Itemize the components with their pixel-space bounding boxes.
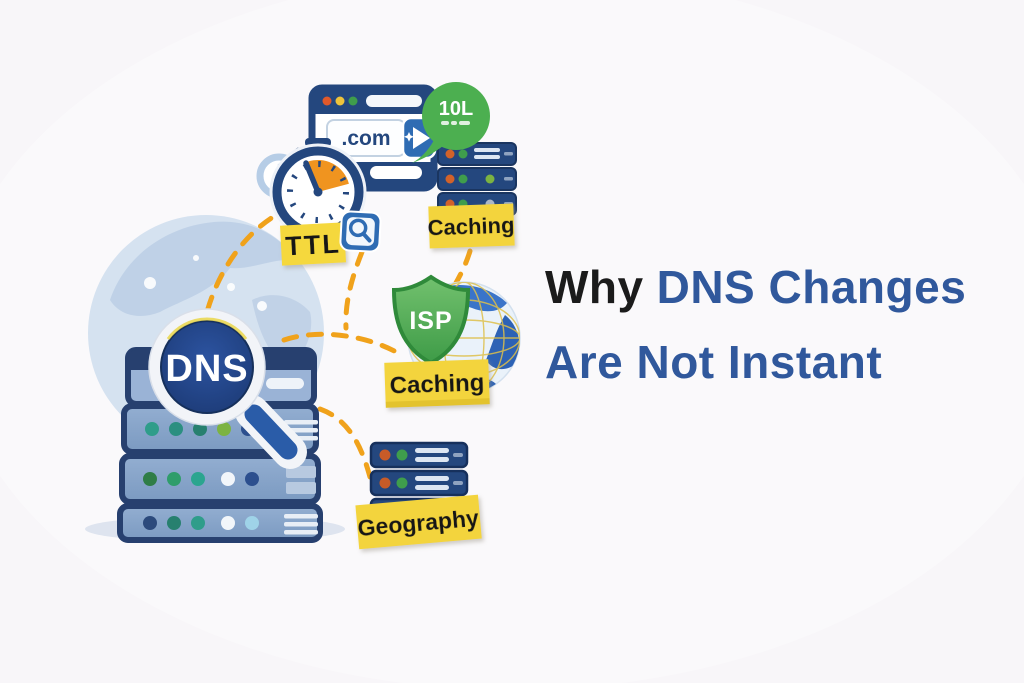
drive-bays: [286, 466, 316, 494]
dns-lens-label: DNS: [165, 348, 248, 390]
geography-sticky-note: Geography: [355, 494, 482, 550]
geo-server-unit: [369, 441, 469, 469]
geo-server-unit: [369, 469, 469, 497]
ttl-sticky-note: TTL: [279, 222, 347, 266]
dns-magnifier-icon: DNS: [148, 308, 307, 469]
connector-rack-geography: [317, 406, 373, 480]
bubble-microtext: [441, 121, 470, 125]
geo-servers: [369, 441, 469, 525]
ttl-stopwatch-icon: [256, 138, 367, 241]
browser-bottombar-pill: [370, 166, 422, 179]
browser-traffic-dots: [322, 96, 358, 106]
bubble-label: 10L: [439, 98, 473, 120]
browser-topbar-pill: [366, 95, 422, 107]
rack-unit-4: [117, 503, 323, 543]
caching-middle-label: Caching: [389, 369, 485, 399]
headline-line2: Are Not Instant: [545, 336, 882, 388]
isp-label: ISP: [409, 307, 452, 335]
address-text: .com: [341, 127, 390, 150]
status-lights: [143, 516, 259, 530]
vent-lines-icon: [284, 514, 318, 535]
caching-top-label: Caching: [427, 212, 515, 240]
rack-unit-3: [119, 453, 321, 505]
headline-highlight: DNS Changes: [657, 261, 967, 313]
connector-search-down: [343, 249, 365, 331]
headline-prefix: Why: [545, 261, 644, 313]
dns-answer-bubble-icon: 10L: [412, 82, 490, 163]
status-lights: [143, 472, 259, 486]
connector-rack-caching: [281, 331, 401, 356]
ttl-label: TTL: [285, 229, 342, 262]
isp-shield-icon: ISP: [391, 274, 471, 366]
cache-server-unit: [437, 167, 517, 191]
caching-middle-sticky-note: Caching: [384, 359, 490, 408]
search-icon: [339, 210, 382, 253]
caching-top-sticky-note: Caching: [427, 203, 515, 249]
globe-highlight-dots: [144, 255, 267, 311]
